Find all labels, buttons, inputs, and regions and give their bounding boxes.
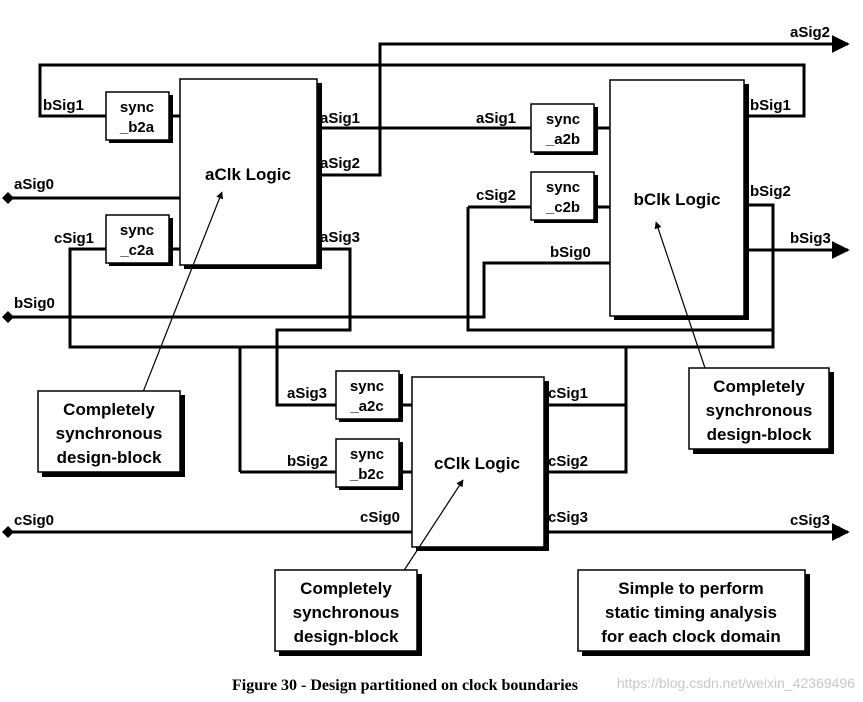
label-bsig1-left: bSig1 (43, 97, 84, 114)
note-cclk-line2: synchronous (293, 603, 400, 622)
label-asig3-out: aSig3 (320, 229, 360, 246)
label-bsig2-in: bSig2 (287, 453, 328, 470)
terminal-asig0 (2, 192, 14, 204)
note-bclk-line2: synchronous (706, 401, 813, 420)
note-timing-line3: for each clock domain (601, 627, 781, 646)
terminals (2, 192, 845, 538)
note-timing-line1: Simple to perform (618, 579, 763, 598)
sync-a2b-line2: _a2b (545, 131, 580, 148)
aclk-logic-label: aClk Logic (205, 165, 291, 184)
sync-a2c-box: sync _a2c (335, 370, 403, 422)
label-csig2-in: cSig2 (476, 187, 516, 204)
sync-b2a-box: sync _b2a (105, 91, 173, 143)
bclk-logic-label: bClk Logic (634, 190, 721, 209)
sync-c2a-line2: _c2a (119, 242, 154, 259)
sync-c2b-line1: sync (546, 179, 580, 196)
wire-csig2-c (466, 205, 773, 332)
note-bclk-line1: Completely (713, 377, 805, 396)
label-csig3-right: cSig3 (790, 512, 830, 529)
note-cclk-line1: Completely (300, 579, 392, 598)
label-csig0-in: cSig0 (360, 509, 400, 526)
sync-b2a-line1: sync (120, 99, 154, 116)
note-cclk-line3: design-block (294, 627, 399, 646)
note-aclk: Completely synchronous design-block (37, 390, 185, 477)
signal-labels: bSig1 aSig0 cSig1 bSig0 aSig1 aSig2 aSig… (14, 24, 831, 529)
cclk-logic-label: cClk Logic (434, 454, 520, 473)
label-csig1-out: cSig1 (548, 385, 588, 402)
label-asig0: aSig0 (14, 176, 54, 193)
sync-c2b-box: sync _c2b (530, 171, 598, 223)
wire-bsig1 (38, 63, 806, 118)
sync-a2b-box: sync _a2b (530, 103, 598, 155)
label-bsig0-in: bSig0 (550, 244, 591, 261)
sync-b2c-line2: _b2c (349, 466, 384, 483)
note-aclk-line2: synchronous (56, 424, 163, 443)
sync-b2c-box: sync _b2c (335, 438, 403, 490)
bclk-logic-block: bClk Logic (609, 79, 749, 320)
note-timing-line2: static timing analysis (605, 603, 777, 622)
sync-c2a-line1: sync (120, 222, 154, 239)
sync-b2a-line2: _b2a (119, 119, 155, 136)
wires (8, 35, 850, 541)
note-aclk-line1: Completely (63, 400, 155, 419)
label-csig3-out: cSig3 (548, 509, 588, 526)
label-asig2-right: aSig2 (790, 24, 830, 41)
label-bsig3-right: bSig3 (790, 230, 831, 247)
label-bsig0-left: bSig0 (14, 295, 55, 312)
wire-asig3 (275, 247, 352, 407)
note-timing: Simple to perform static timing analysis… (577, 569, 810, 656)
note-bclk: Completely synchronous design-block (688, 367, 834, 454)
label-asig3-in: aSig3 (287, 385, 327, 402)
pointer-cclk (402, 479, 464, 573)
note-cclk: Completely synchronous design-block (274, 569, 422, 656)
wire-bsig2-c (238, 345, 700, 474)
label-asig1-out: aSig1 (320, 110, 360, 127)
cclk-logic-block: cClk Logic (411, 376, 549, 551)
sync-a2b-line1: sync (546, 111, 580, 128)
watermark: https://blog.csdn.net/weixin_42369496 (617, 675, 855, 691)
wire-bsig2 (700, 203, 775, 349)
label-bsig1-out: bSig1 (750, 97, 791, 114)
sync-c2b-line2: _c2b (545, 199, 580, 216)
annotation-pointers (142, 191, 706, 573)
figure-caption: Figure 30 - Design partitioned on clock … (232, 677, 578, 694)
terminal-csig0 (2, 526, 14, 538)
sync-c2a-box: sync _c2a (105, 214, 173, 266)
pointer-aclk (142, 191, 223, 393)
terminal-bsig0 (2, 311, 14, 323)
sync-a2c-line2: _a2c (349, 398, 383, 415)
sync-a2c-line1: sync (350, 378, 384, 395)
terminal-csig3 (833, 526, 845, 538)
aclk-logic-block: aClk Logic (179, 78, 322, 269)
label-asig1-in: aSig1 (476, 110, 516, 127)
sync-b2c-line1: sync (350, 446, 384, 463)
label-asig2-out: aSig2 (320, 155, 360, 172)
label-csig2-out: cSig2 (548, 453, 588, 470)
wire-asig2 (318, 35, 850, 177)
label-csig0-left: cSig0 (14, 512, 54, 529)
label-csig1-left: cSig1 (54, 230, 94, 247)
pointer-bclk (654, 221, 706, 369)
note-bclk-line3: design-block (707, 425, 812, 444)
label-bsig2-out: bSig2 (750, 183, 791, 200)
wire-bsig0 (8, 261, 610, 319)
note-aclk-line3: design-block (57, 448, 162, 467)
